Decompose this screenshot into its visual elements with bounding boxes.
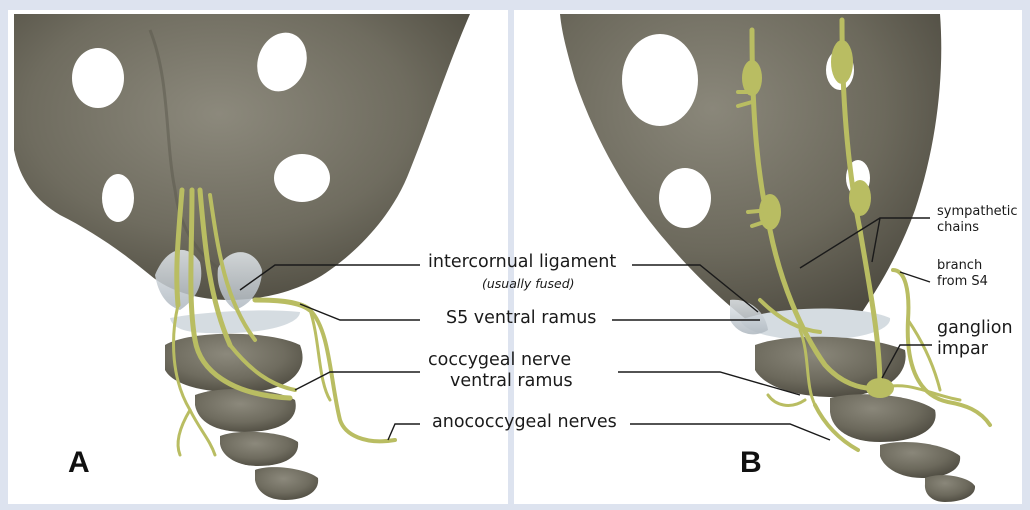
label-ganglion: ganglion bbox=[937, 318, 1013, 338]
label-impar: impar bbox=[937, 339, 988, 359]
label-sympathetic: sympathetic bbox=[937, 204, 1018, 220]
panel-letter-b: B bbox=[740, 446, 762, 480]
label-anococcygeal-nerves: anococcygeal nerves bbox=[432, 412, 617, 432]
label-chains: chains bbox=[937, 220, 979, 236]
label-usually-fused: (usually fused) bbox=[482, 276, 575, 291]
label-s5-ventral-ramus: S5 ventral ramus bbox=[446, 308, 596, 328]
label-ventral-ramus: ventral ramus bbox=[450, 371, 573, 391]
label-branch: branch bbox=[937, 258, 982, 274]
label-coccygeal-nerve: coccygeal nerve bbox=[428, 350, 571, 370]
panel-letter-a: A bbox=[68, 446, 90, 480]
label-from-s4: from S4 bbox=[937, 274, 988, 290]
label-intercornual-ligament: intercornual ligament bbox=[428, 252, 616, 272]
